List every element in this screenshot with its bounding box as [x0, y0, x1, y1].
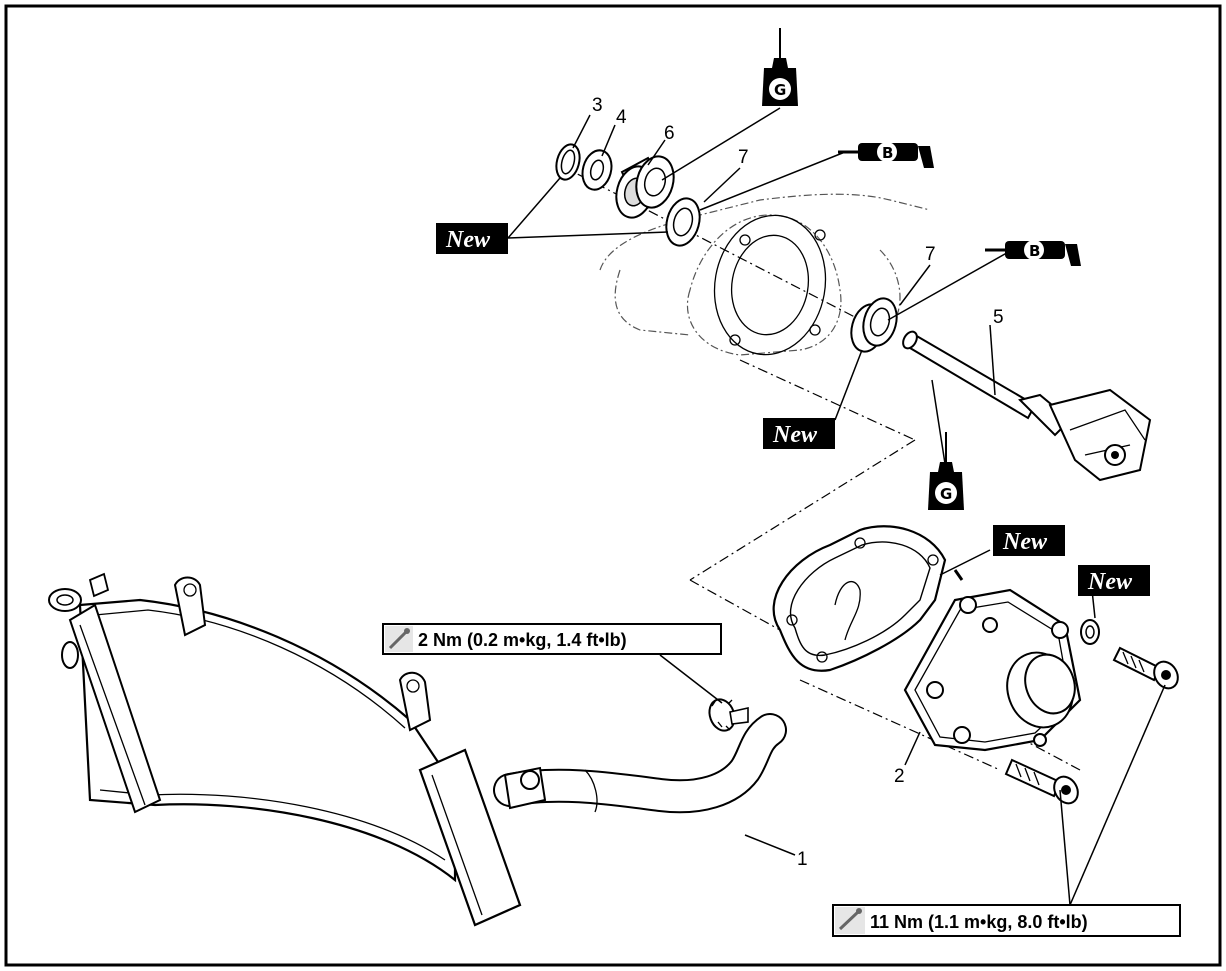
torque-value: 2 Nm (0.2 m•kg, 1.4 ft•lb)	[418, 630, 627, 650]
callout-5: 5	[993, 307, 1004, 328]
new-tag-washer: New	[1078, 565, 1150, 596]
new-tag-text: New	[1087, 569, 1133, 595]
new-tag-text: New	[445, 227, 491, 253]
torque-spec-cover-bolts: 11 Nm (1.1 m•kg, 8.0 ft•lb)	[832, 904, 1181, 937]
copper-washer	[1080, 619, 1100, 645]
torque-wrench-icon	[838, 908, 862, 931]
callout-3: 3	[592, 95, 603, 116]
callout-7-inner: 7	[925, 244, 936, 265]
radiator	[48, 572, 522, 927]
oil-symbol: B	[882, 144, 893, 162]
torque-spec-hose-clamp: 2 Nm (0.2 m•kg, 1.4 ft•lb)	[382, 623, 722, 655]
grease-symbol: G	[940, 485, 952, 503]
bolt-lower	[1004, 758, 1079, 805]
part-7-oil-seal-inner	[850, 297, 898, 353]
torque-wrench-icon	[388, 628, 410, 650]
callout-6: 6	[664, 123, 675, 144]
bolt-upper	[1112, 646, 1179, 690]
part-4-washer	[581, 149, 613, 191]
diagram-border	[4, 4, 1222, 967]
oil-can-icon: B	[985, 240, 1081, 266]
engine-case-outline	[599, 193, 931, 356]
grease-tube-icon: G	[928, 432, 964, 510]
part-2-pump-cover	[903, 588, 1082, 752]
callout-1: 1	[797, 849, 808, 870]
part-5-impeller-shaft	[902, 330, 1152, 482]
new-tag-inner-seal: New	[763, 418, 835, 449]
grease-symbol: G	[774, 81, 786, 99]
leader-lines	[507, 107, 1166, 906]
part-7-oil-seal-outer	[665, 197, 701, 247]
new-tag-gasket: New	[993, 525, 1065, 556]
new-tag-text: New	[1002, 529, 1048, 555]
oil-can-icon: B	[838, 142, 934, 168]
new-tag-text: New	[772, 422, 818, 448]
part-1-coolant-hose	[493, 713, 787, 814]
part-6-bearing	[615, 155, 675, 219]
callout-7-outer: 7	[738, 147, 749, 168]
part-3-circlip	[555, 143, 581, 181]
hose-clamp	[708, 698, 749, 732]
callout-2: 2	[894, 766, 905, 787]
callout-4: 4	[616, 107, 627, 128]
cover-gasket	[772, 525, 964, 672]
grease-tube-icon: G	[762, 28, 798, 106]
torque-value: 11 Nm (1.1 m•kg, 8.0 ft•lb)	[870, 912, 1088, 932]
new-tag-seals: New	[436, 223, 508, 254]
oil-symbol: B	[1029, 242, 1040, 260]
